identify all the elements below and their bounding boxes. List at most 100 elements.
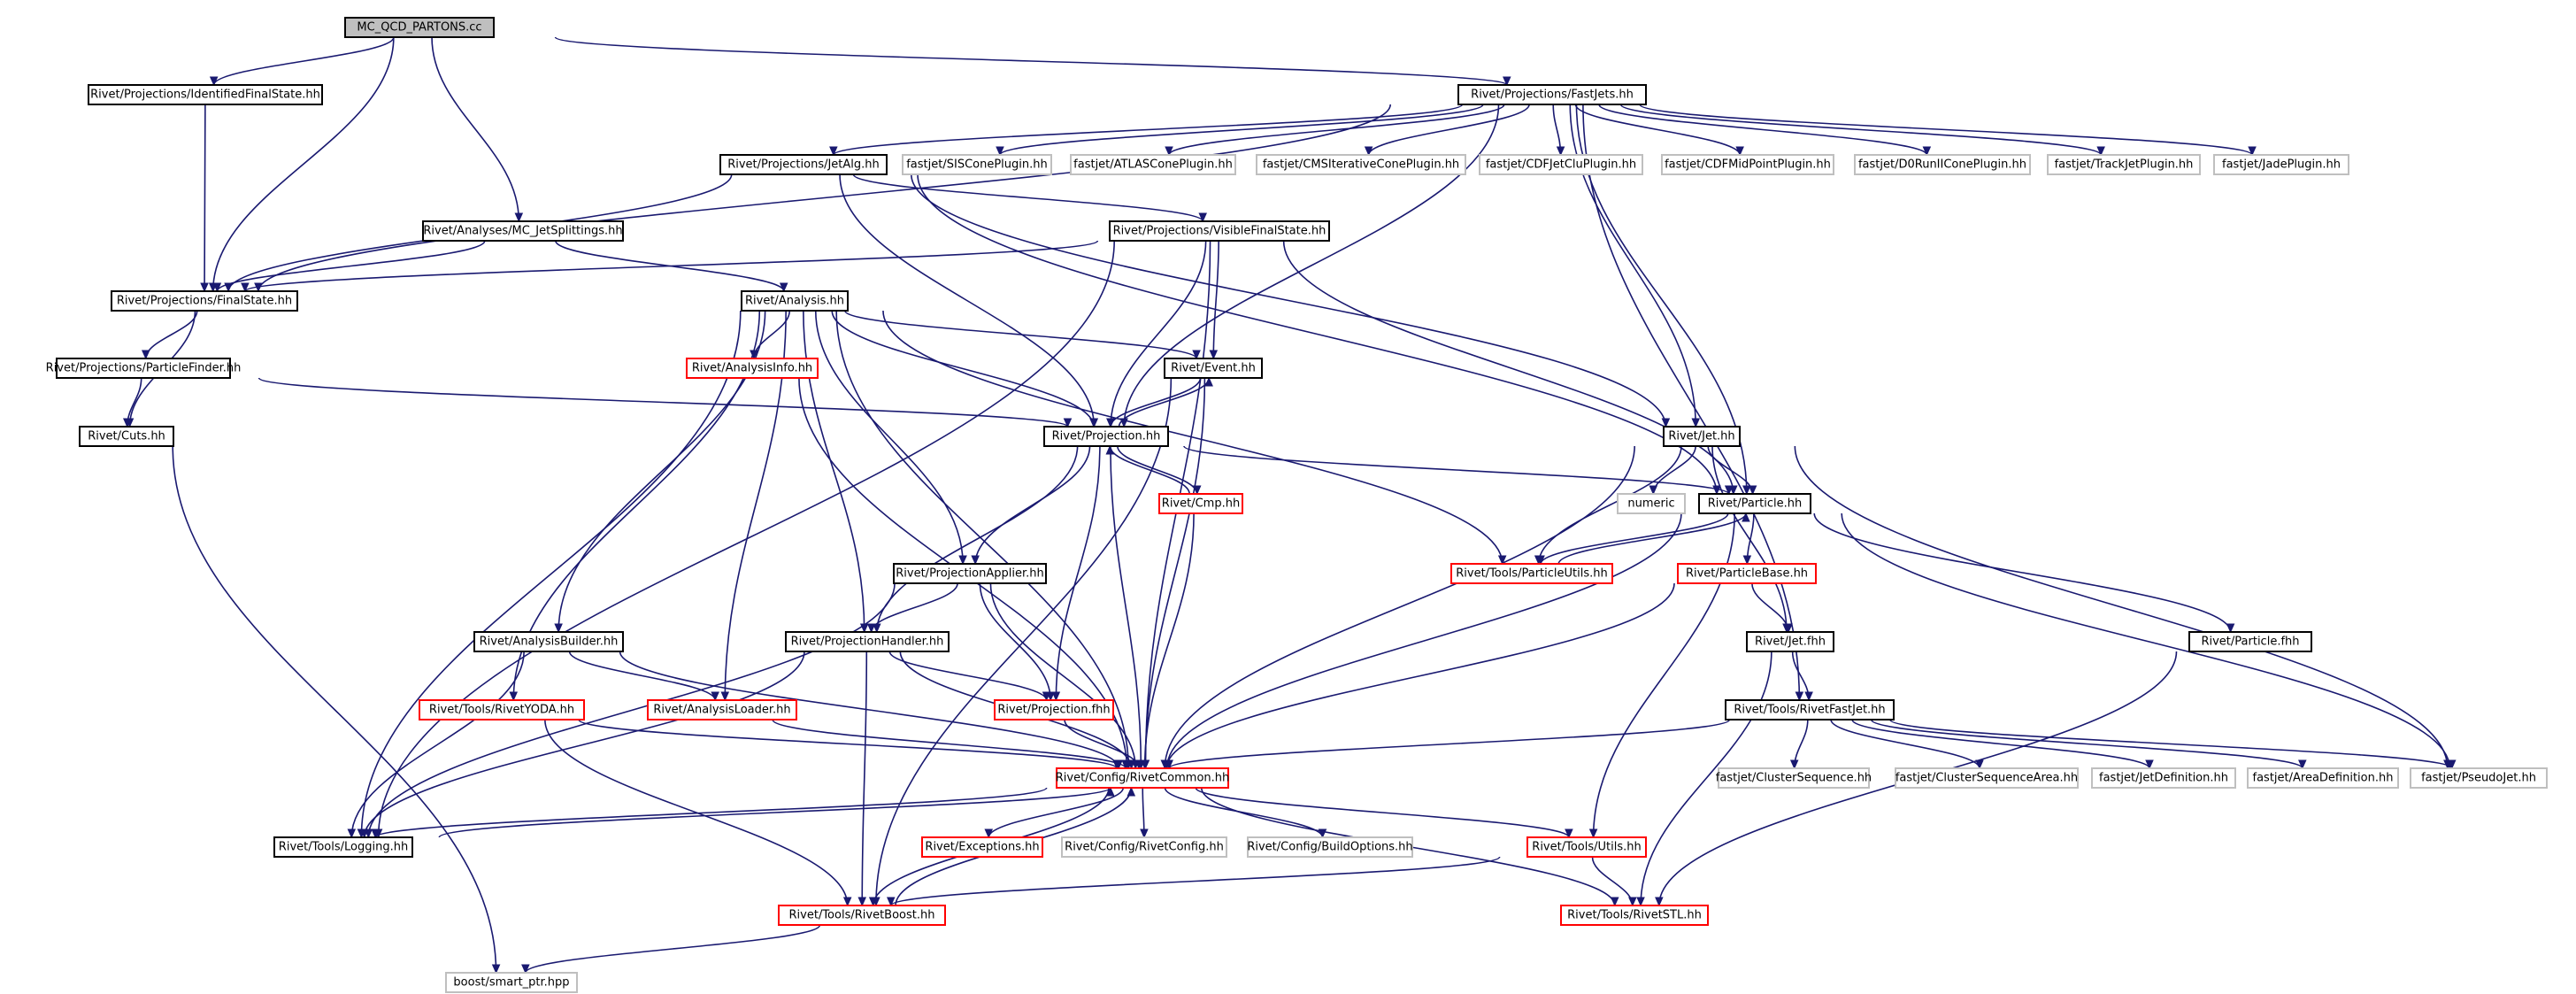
node-fastjets[interactable]: Rivet/Projections/FastJets.hh bbox=[1457, 84, 1647, 105]
arrowhead bbox=[1795, 691, 1804, 702]
node-particle[interactable]: Rivet/Particle.hh bbox=[1698, 493, 1811, 514]
edge-line bbox=[360, 310, 742, 838]
node-vfs[interactable]: Rivet/Projections/VisibleFinalState.hh bbox=[1109, 220, 1330, 242]
edge-projection-to-event bbox=[1118, 376, 1213, 428]
edge-line bbox=[772, 719, 1127, 769]
node-cuts[interactable]: Rivet/Cuts.hh bbox=[79, 426, 174, 447]
node-logging[interactable]: Rivet/Tools/Logging.hh bbox=[273, 836, 413, 858]
node-event[interactable]: Rivet/Event.hh bbox=[1164, 358, 1263, 379]
node-pbase[interactable]: Rivet/ParticleBase.hh bbox=[1677, 563, 1817, 584]
edge-line bbox=[212, 36, 395, 86]
edge-line bbox=[1110, 445, 1142, 769]
arrowhead bbox=[1975, 759, 1984, 770]
node-mcjs[interactable]: Rivet/Analyses/MC_JetSplittings.hh bbox=[422, 220, 624, 242]
arrowhead bbox=[1784, 623, 1793, 634]
node-papplier[interactable]: Rivet/ProjectionApplier.hh bbox=[893, 563, 1047, 584]
edge-line bbox=[1123, 104, 1500, 428]
edge-cmp-to-rcommon bbox=[1140, 512, 1195, 770]
arrowhead bbox=[1661, 418, 1671, 428]
node-box bbox=[1698, 493, 1811, 514]
arrowhead bbox=[996, 146, 1004, 157]
node-pseudojet: fastjet/PseudoJet.hh bbox=[2410, 767, 2548, 789]
edge-line bbox=[861, 651, 868, 906]
node-projection[interactable]: Rivet/Projection.hh bbox=[1043, 426, 1169, 447]
node-analysis[interactable]: Rivet/Analysis.hh bbox=[741, 290, 849, 312]
edge-vfs-to-fs bbox=[241, 240, 1099, 293]
node-label: Rivet/ProjectionHandler.hh bbox=[791, 636, 944, 649]
node-box bbox=[1070, 154, 1236, 175]
arrowhead bbox=[1655, 897, 1664, 907]
edge-line bbox=[1168, 104, 1505, 156]
node-box bbox=[2047, 154, 2201, 175]
node-phandler[interactable]: Rivet/ProjectionHandler.hh bbox=[785, 631, 950, 652]
edge-rcommon-to-utils bbox=[1195, 787, 1573, 839]
node-box bbox=[1056, 767, 1229, 789]
node-box bbox=[785, 631, 950, 652]
edge-line bbox=[363, 651, 805, 838]
edge-line bbox=[1639, 104, 2253, 156]
edge-vfs-to-event bbox=[1209, 240, 1219, 360]
node-rivetyoda[interactable]: Rivet/Tools/RivetYODA.hh bbox=[419, 699, 585, 720]
node-utils[interactable]: Rivet/Tools/Utils.hh bbox=[1526, 836, 1647, 858]
node-box bbox=[686, 358, 819, 379]
edge-rboost-to-smartptr bbox=[521, 924, 821, 975]
node-putils[interactable]: Rivet/Tools/ParticleUtils.hh bbox=[1450, 563, 1613, 584]
edge-rfastjet-to-rcommon bbox=[1165, 719, 1731, 770]
node-box bbox=[1725, 699, 1895, 720]
node-fs[interactable]: Rivet/Projections/FinalState.hh bbox=[111, 290, 298, 312]
node-label: Rivet/Projections/FinalState.hh bbox=[117, 295, 292, 308]
edge-line bbox=[258, 377, 1069, 428]
node-box bbox=[2188, 631, 2312, 652]
arrowhead bbox=[1121, 759, 1130, 770]
edge-rcommon-to-exceptions bbox=[984, 787, 1125, 839]
edge-mc-to-fs bbox=[208, 36, 395, 293]
node-aloader[interactable]: Rivet/AnalysisLoader.hh bbox=[647, 699, 797, 720]
node-jetfhh[interactable]: Rivet/Jet.fhh bbox=[1746, 631, 1834, 652]
edge-fastjets-to-rfastjet bbox=[1582, 104, 1804, 702]
node-label: Rivet/Projections/IdentifiedFinalState.h… bbox=[90, 89, 320, 102]
edge-pfinder-to-cuts bbox=[122, 377, 142, 428]
node-mc[interactable]: MC_QCD_PARTONS.cc bbox=[344, 17, 495, 38]
node-box bbox=[473, 631, 624, 652]
edge-rcommon-to-logging bbox=[371, 787, 1048, 839]
node-projfhh[interactable]: Rivet/Projection.fhh bbox=[994, 699, 1114, 720]
edge-mc-to-mcjs bbox=[431, 36, 524, 223]
node-abuilder[interactable]: Rivet/AnalysisBuilder.hh bbox=[473, 631, 624, 652]
node-idfs[interactable]: Rivet/Projections/IdentifiedFinalState.h… bbox=[88, 84, 323, 105]
node-cmp[interactable]: Rivet/Cmp.hh bbox=[1158, 493, 1243, 514]
node-rstl[interactable]: Rivet/Tools/RivetSTL.hh bbox=[1560, 905, 1709, 926]
node-rfastjet[interactable]: Rivet/Tools/RivetFastJet.hh bbox=[1725, 699, 1895, 720]
edge-pfinder-to-projection bbox=[258, 377, 1073, 428]
edge-line bbox=[889, 856, 1501, 906]
edge-fastjets-to-jet bbox=[1569, 104, 1701, 428]
edge-projection-to-particle bbox=[1183, 445, 1734, 496]
arrowhead bbox=[1742, 555, 1752, 566]
node-rcommon[interactable]: Rivet/Config/RivetCommon.hh bbox=[1056, 767, 1230, 789]
node-label: Rivet/Projections/VisibleFinalState.hh bbox=[1113, 225, 1326, 238]
node-label: Rivet/Tools/ParticleUtils.hh bbox=[1456, 567, 1607, 581]
arrowhead bbox=[521, 964, 530, 975]
arrowhead bbox=[842, 897, 852, 907]
node-label: fastjet/AreaDefinition.hh bbox=[2253, 772, 2394, 785]
arrowhead bbox=[1140, 828, 1149, 839]
node-label: Rivet/Analyses/MC_JetSplittings.hh bbox=[423, 225, 622, 238]
node-box bbox=[1450, 563, 1613, 584]
node-jetalg[interactable]: Rivet/Projections/JetAlg.hh bbox=[719, 154, 888, 175]
node-exceptions[interactable]: Rivet/Exceptions.hh bbox=[921, 836, 1043, 858]
edge-line bbox=[1212, 240, 1219, 359]
node-ainfo[interactable]: Rivet/AnalysisInfo.hh bbox=[686, 358, 819, 379]
edge-line bbox=[843, 310, 1197, 359]
node-box bbox=[1526, 836, 1647, 858]
node-box bbox=[1109, 220, 1330, 242]
edge-abuilder-to-aloader bbox=[568, 651, 719, 702]
arrowhead bbox=[1063, 418, 1073, 428]
node-pfinder[interactable]: Rivet/Projections/ParticleFinder.hh bbox=[46, 358, 242, 379]
node-jet[interactable]: Rivet/Jet.hh bbox=[1663, 426, 1741, 447]
edge-line bbox=[1282, 240, 1734, 495]
edge-fastjets-to-cdfclu bbox=[1552, 104, 1565, 157]
node-label: fastjet/ClusterSequence.hh bbox=[1716, 772, 1872, 785]
arrowhead bbox=[2298, 759, 2307, 770]
node-box bbox=[1256, 154, 1466, 175]
node-particlefhh[interactable]: Rivet/Particle.fhh bbox=[2188, 631, 2312, 652]
node-rboost[interactable]: Rivet/Tools/RivetBoost.hh bbox=[778, 905, 946, 926]
